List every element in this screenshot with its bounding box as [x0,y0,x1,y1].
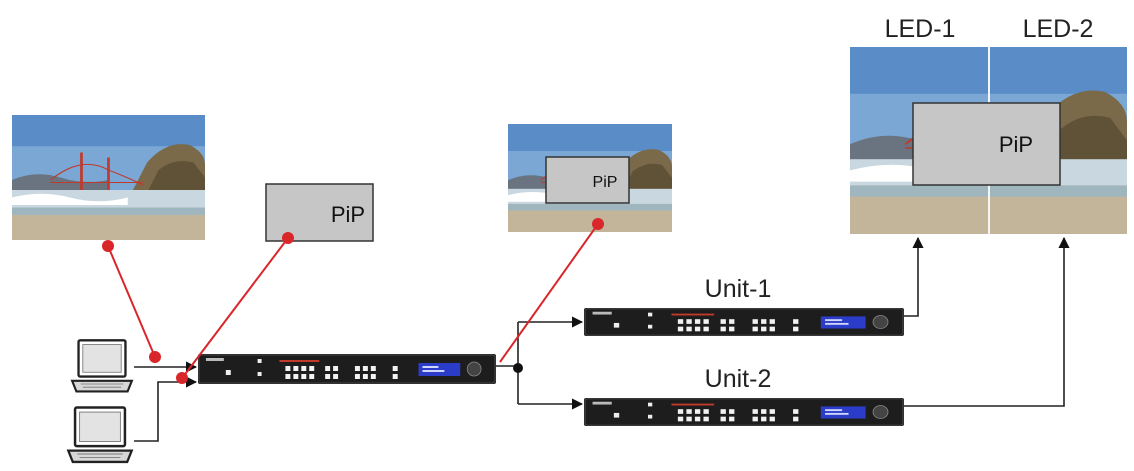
unit2-to-led2-line [904,236,1070,407]
preview-signal-dot [592,218,604,230]
led2-label: LED-2 [1023,15,1094,43]
preview-image: PiP [508,124,672,232]
unit1-video-processor [584,308,904,336]
pip-signal-dot [282,232,294,244]
pip-output-label: PiP [999,132,1033,157]
laptop2-to-processor-line [134,376,198,442]
pip-output-box [912,102,1061,186]
splitter-node [513,363,523,373]
led1-label: LED-1 [885,15,956,43]
led-wall: PiP [850,47,1127,234]
pip-source-box: PiP [265,183,374,242]
unit1-label: Unit-1 [705,275,772,303]
preview-signal-line [499,223,599,363]
laptop-icon [70,339,134,393]
background-signal-line [107,245,156,358]
background-signal-dot [102,240,114,252]
unit2-video-processor [584,398,904,426]
pip-input-dot [176,372,188,384]
unit1-to-led1-line [904,236,924,317]
laptop-icon [66,406,134,464]
pip-preview-label: PiP [593,174,618,191]
pip-preview-box [545,156,630,204]
main-video-processor [198,354,496,384]
pip-source-label: PiP [331,202,365,227]
pip-signal-line [182,237,289,378]
background-input-dot [149,351,161,363]
source-background-image [12,115,205,240]
unit2-label: Unit-2 [705,365,772,393]
